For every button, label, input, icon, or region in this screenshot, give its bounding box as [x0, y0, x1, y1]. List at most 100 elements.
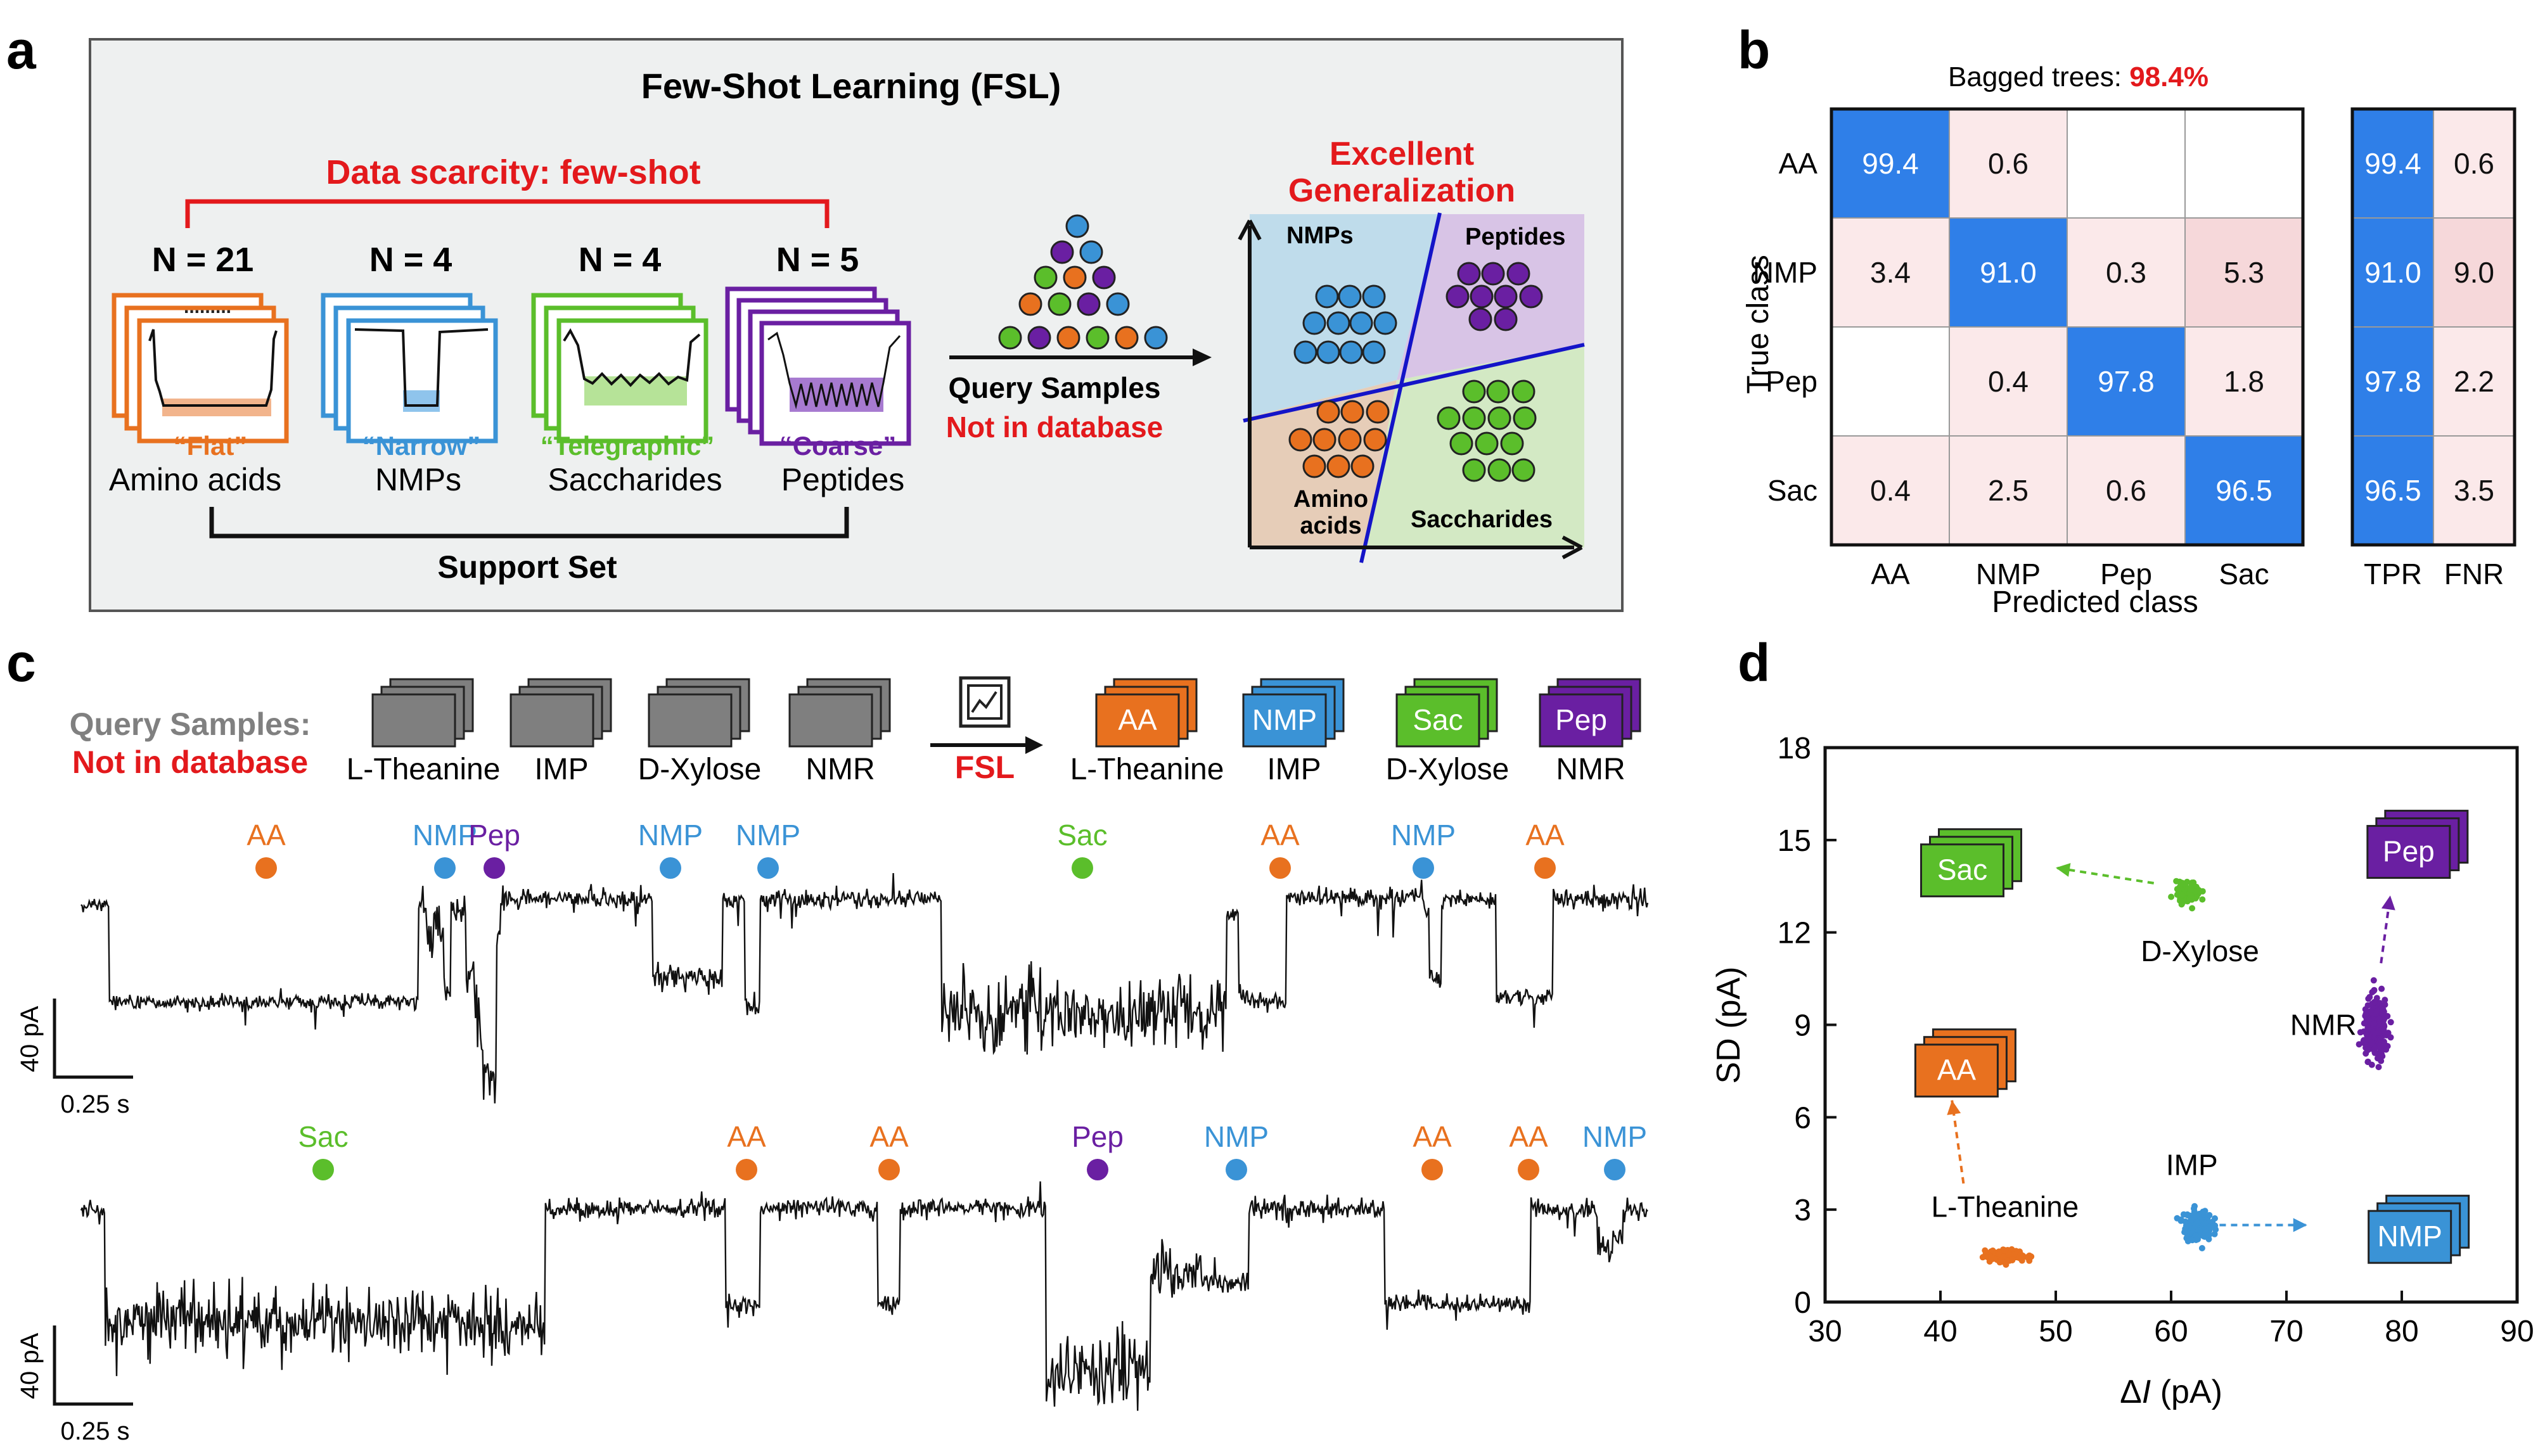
scarcity-bracket: [185, 199, 830, 228]
query-sample-name: L-Theanine: [347, 753, 501, 786]
query-sample-dot: [998, 326, 1022, 350]
scatter-point: [2201, 1232, 2208, 1239]
scatter-point: [2371, 987, 2377, 994]
rate-header: FNR: [2444, 558, 2504, 591]
confusion-cell: [2184, 108, 2304, 219]
feature-space-dot: [1449, 431, 1473, 456]
feature-space-dot: [1349, 311, 1373, 335]
feature-space-dot: [1487, 458, 1511, 482]
rate-cell-value: 91.0: [2364, 256, 2421, 289]
scatter-point: [2181, 1229, 2188, 1236]
predicted-class-tick-label: AA: [1871, 558, 1910, 591]
scatter-point: [2373, 1008, 2380, 1015]
panel-label-b: b: [1738, 20, 1770, 80]
feature-space-dot: [1475, 431, 1499, 456]
confusion-cell-value: 99.4: [1862, 147, 1919, 180]
rate-cell-value: 97.8: [2364, 365, 2421, 398]
fsl-icon: [959, 676, 1011, 728]
fsl-title: Few-Shot Learning (FSL): [641, 66, 1061, 106]
event-label: AA: [247, 819, 286, 852]
class-quote: “Narrow”: [362, 431, 481, 461]
event-label: AA: [1509, 1120, 1548, 1153]
feature-space-dot: [1457, 262, 1481, 286]
event-marker-dot: [1072, 857, 1093, 879]
event-marker-dot: [1604, 1159, 1625, 1180]
class-quote: “Coarse”: [779, 431, 896, 461]
y-tick-label: 6: [1794, 1101, 1811, 1135]
true-class-tick-label: Pep: [1766, 365, 1817, 398]
event-marker-dot: [1518, 1159, 1539, 1180]
feature-space-dot: [1437, 406, 1461, 430]
scatter-point: [2187, 887, 2193, 894]
event-marker-dot: [1534, 857, 1556, 879]
event-label: Pep: [468, 819, 520, 852]
group-count: N = 21: [152, 241, 254, 279]
event-marker-dot: [878, 1159, 900, 1180]
event-label: AA: [1525, 819, 1565, 852]
rate-cell-value: 96.5: [2364, 474, 2421, 507]
scatter-point: [2195, 1236, 2201, 1242]
feature-space-dot: [1486, 380, 1510, 404]
query-sample-dot: [1056, 326, 1080, 350]
scatter-point: [2188, 882, 2195, 889]
fsl-label: FSL: [955, 750, 1015, 785]
event-label: NMP: [736, 819, 800, 852]
scatter-point: [2368, 1000, 2375, 1007]
confusion-cell: [1831, 326, 1950, 437]
query-sample-dot: [1086, 326, 1110, 350]
rate-cell-value: 2.2: [2454, 365, 2494, 398]
query-sample-name: D-Xylose: [638, 753, 762, 786]
rate-cell-value: 3.5: [2454, 474, 2494, 507]
feature-space-dot: [1462, 380, 1486, 404]
true-class-tick-label: NMP: [1753, 256, 1817, 289]
scale-bar-2: 40 pA 0.25 s: [16, 1325, 133, 1445]
feature-space-dot: [1462, 458, 1486, 482]
classified-sample-icon: Sac: [1395, 678, 1498, 748]
scatter-point: [2387, 1019, 2394, 1026]
classifier-accuracy: 98.4%: [2129, 61, 2208, 93]
confusion-cell: [1949, 217, 2068, 328]
class-name: Saccharides: [548, 462, 722, 497]
feature-space-dot: [1288, 428, 1312, 452]
query-sample-dot: [1018, 292, 1042, 316]
event-marker-dot: [757, 857, 779, 879]
feature-space-dot: [1366, 400, 1390, 424]
series-label: NMR: [2290, 1009, 2357, 1042]
scatter-point: [2356, 1041, 2362, 1048]
generalization-line2: Generalization: [1288, 172, 1515, 209]
scatter-point: [2375, 1030, 2382, 1036]
scatter-point: [2198, 1245, 2205, 1251]
current-trace-row-2: [80, 1181, 1648, 1411]
x-tick-label: 30: [1808, 1315, 1842, 1348]
scatter-point: [2179, 879, 2186, 886]
query-sample-dot: [1027, 326, 1051, 350]
confusion-cell-value: 3.4: [1870, 256, 1911, 289]
scatter-point: [2380, 1006, 2387, 1013]
event-marker-dot: [736, 1159, 757, 1180]
confusion-cell: [1949, 326, 2068, 437]
event-label: AA: [869, 1120, 909, 1153]
scale-current-label: 40 pA: [16, 1006, 44, 1072]
scatter-point: [2200, 1208, 2207, 1215]
class-quote: “Flat”: [174, 431, 248, 461]
confusion-cell-value: 0.3: [2106, 256, 2146, 289]
event-label: AA: [1260, 819, 1300, 852]
scatter-point: [2182, 1218, 2189, 1225]
query-sample-dot: [1092, 265, 1116, 290]
query-sample-name: NMR: [805, 753, 875, 786]
group-count: N = 4: [579, 241, 662, 279]
x-axis-label: ΔI (pA): [2120, 1374, 2222, 1410]
scatter-point: [2191, 1203, 2198, 1210]
region-label-nmps: NMPs: [1286, 222, 1354, 249]
feature-space-dot: [1302, 454, 1326, 478]
event-label: AA: [727, 1120, 766, 1153]
event-label: AA: [1413, 1120, 1452, 1153]
rate-cell: [2433, 435, 2515, 546]
query-sample-dot: [1077, 292, 1101, 316]
region-label-acids: acids: [1300, 513, 1361, 539]
query-sample-dot: [1050, 240, 1074, 264]
scatter-point: [1989, 1247, 1996, 1254]
event-label: Sac: [1057, 819, 1107, 852]
true-class-tick-label: Sac: [1767, 474, 1817, 507]
predicted-class-tick-label: Pep: [2100, 558, 2152, 591]
